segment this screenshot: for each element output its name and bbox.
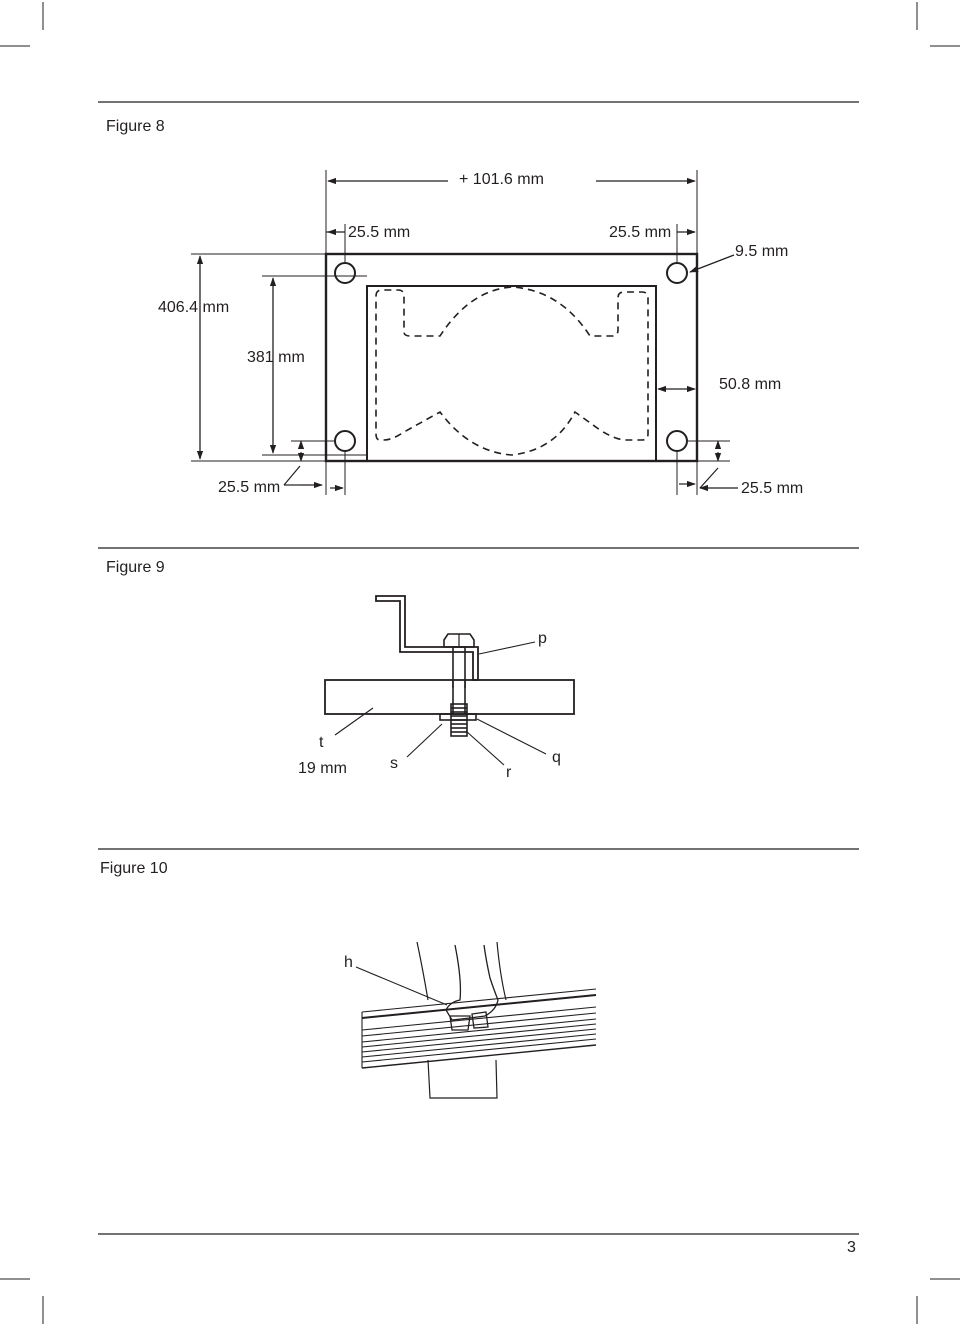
inner-cutout-outline (366, 285, 657, 462)
support-rail (361, 988, 597, 1069)
dim-arrow-hole (689, 254, 735, 273)
washer (439, 713, 477, 721)
label-q: q (552, 749, 561, 766)
leader-t (334, 707, 374, 736)
mounting-hole-top-left (334, 262, 356, 284)
label-thickness: 19 mm (298, 760, 347, 777)
dim-bottom-left: 25.5 mm (218, 479, 280, 496)
clamp-handle (449, 1011, 489, 1031)
label-t: t (319, 734, 324, 751)
dim-right-offset: 25.5 mm (609, 224, 671, 241)
label-p: p (538, 630, 547, 647)
bolt-head (443, 633, 475, 648)
leader-s (406, 723, 443, 758)
dim-left-offset: 25.5 mm (348, 224, 410, 241)
dim-side-gap: 50.8 mm (719, 376, 781, 393)
dim-inner-height: 381 mm (247, 349, 305, 366)
label-r: r (506, 764, 512, 781)
figure9-title: Figure 9 (106, 559, 165, 576)
dim-outer-height: 406.4 mm (158, 299, 229, 316)
leader-q (476, 718, 547, 755)
mounting-hole-bottom-right (666, 430, 688, 452)
figure9-diagram: p t 19 mm s r q (298, 595, 575, 781)
saw-footprint-dashed (375, 286, 649, 456)
label-h: h (344, 954, 353, 971)
figure8-diagram: + 101.6 mm 25.5 mm 25.5 mm 9.5 mm 406.4 … (158, 170, 803, 497)
leader-h (355, 966, 448, 1006)
leader-p (478, 641, 536, 655)
dim-hole-diameter: 9.5 mm (735, 243, 788, 260)
mounting-bracket (375, 595, 479, 681)
dim-bottom-right: 25.5 mm (741, 480, 803, 497)
figure8-title: Figure 8 (106, 118, 165, 135)
figure10-title: Figure 10 (100, 860, 168, 877)
hand (445, 944, 499, 1021)
extension-lines (191, 170, 730, 495)
label-s: s (390, 755, 398, 772)
figure10-diagram: h (344, 941, 597, 1099)
leader-r (465, 730, 505, 766)
mounting-hole-bottom-left (334, 430, 356, 452)
mounting-board (324, 679, 575, 715)
mounting-hole-top-right (666, 262, 688, 284)
page-number: 3 (847, 1239, 856, 1256)
dim-total-width: + 101.6 mm (459, 171, 544, 188)
leg-left (416, 941, 429, 1001)
dim-leader-bottom-left (283, 465, 301, 486)
